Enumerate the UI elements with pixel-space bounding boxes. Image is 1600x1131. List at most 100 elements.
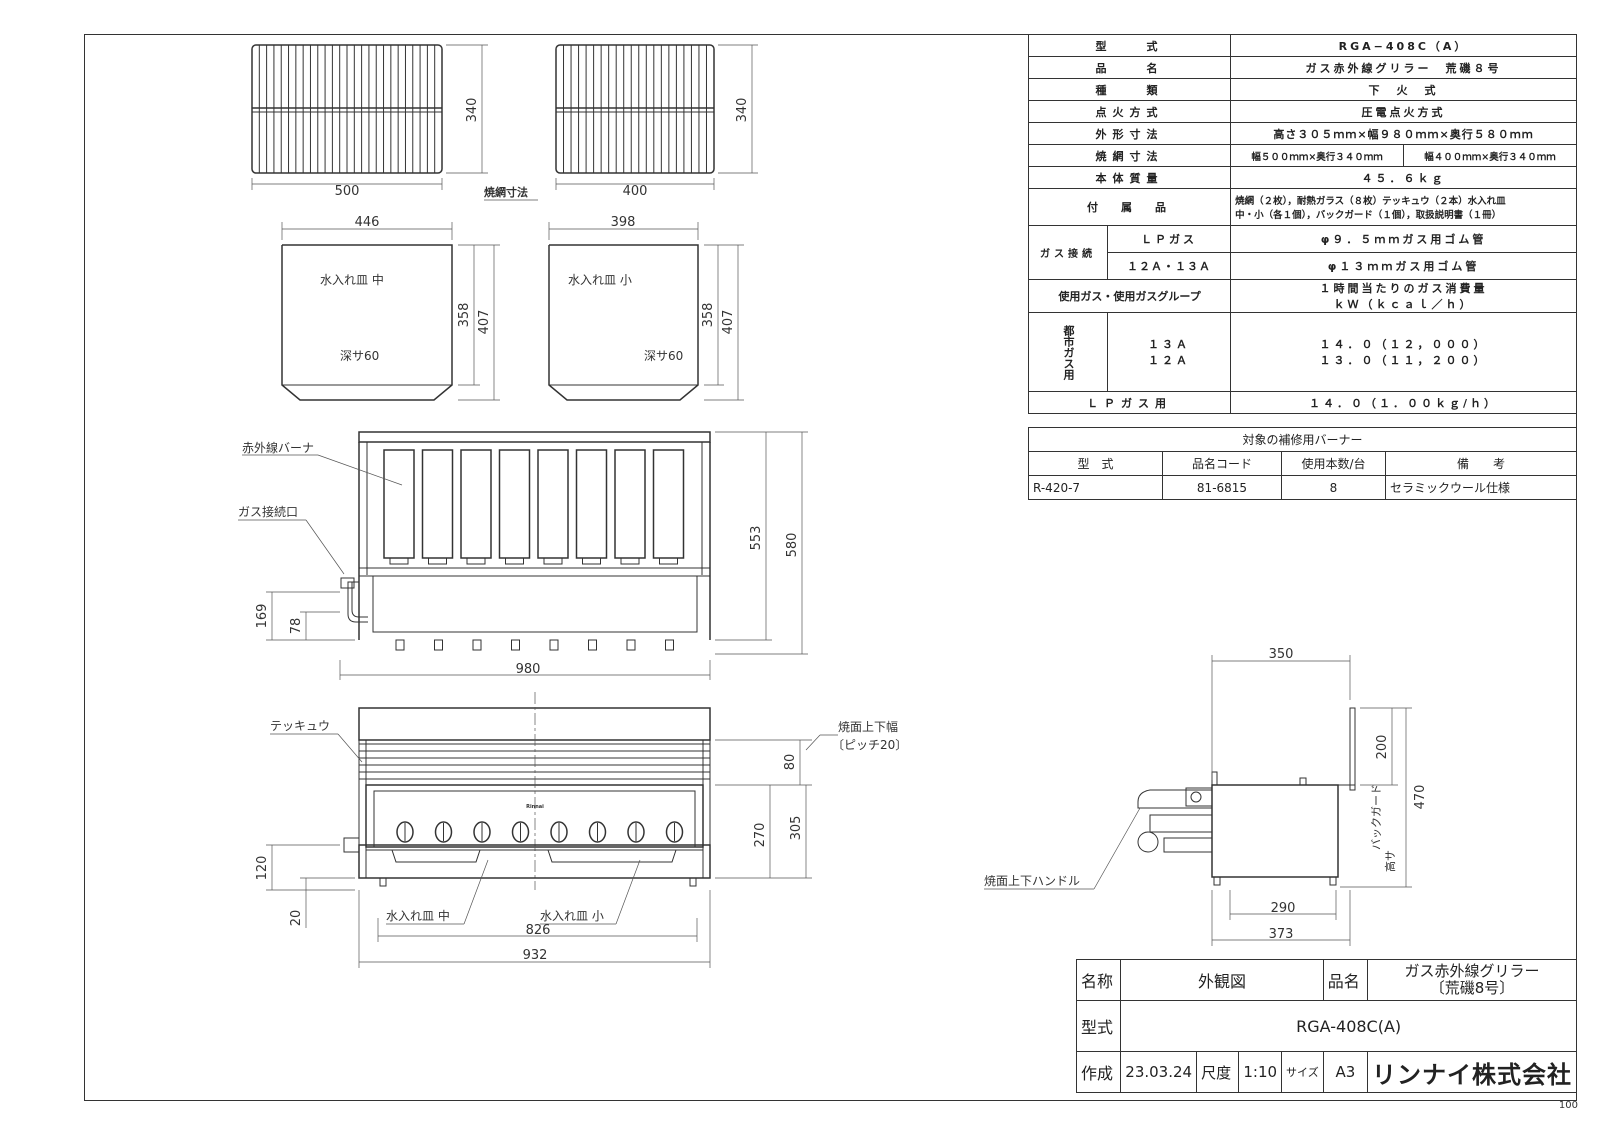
dim-tray-mid-w: 446 [355, 215, 380, 230]
tray-mid-label: 水入れ皿 中 [320, 272, 384, 287]
tray-small-callout: 水入れ皿 小 [540, 909, 604, 923]
title-block: 名称 外観図 品名 ガス赤外線グリラー〔荒磯8号〕 型式 RGA-408C(A)… [1075, 959, 1577, 1093]
back-guard-height-label: 高サ [1383, 850, 1397, 872]
city-gas-values: １４．０（１２，０００） １３．０（１１，２００） [1230, 312, 1577, 392]
spec-key: 外形寸法 [1027, 122, 1232, 145]
gas-lp-value: φ９．５ｍｍガス用ゴム管 [1230, 225, 1577, 253]
dim-305: 305 [789, 816, 804, 841]
handle-callout: 焼面上下ハンドル [984, 874, 1080, 888]
accessory-line2: 中・小（各１個），バックガード（１個），取扱説明書（１冊） [1235, 210, 1502, 221]
dim-tray-small-d2: 407 [721, 310, 736, 335]
scale-value: 1:10 [1238, 1051, 1283, 1093]
spec-key: 種 類 [1027, 78, 1232, 101]
tray-mid-view: 水入れ皿 中 深サ60 446 358 407 [281, 215, 500, 401]
consumption-line1: １時間当たりのガス消費量 [1319, 282, 1488, 295]
model-value: RGA-408C(A) [1120, 1000, 1577, 1052]
gas-connection-label: ガス接続 [1028, 225, 1108, 280]
dim-120: 120 [255, 856, 270, 881]
dim-net-small-w: 400 [623, 184, 648, 199]
side-view [1137, 707, 1356, 886]
city-gas-12a-value: １３．０（１１，２００） [1319, 354, 1488, 367]
dim-tray-small-d1: 358 [701, 303, 716, 328]
net-small [555, 44, 715, 174]
dim-373: 373 [1269, 927, 1294, 942]
spec-key: 点火方式 [1027, 100, 1232, 123]
spec-key: 品 名 [1027, 56, 1232, 79]
dim-20: 20 [289, 910, 304, 927]
product-label: 品名 [1322, 959, 1369, 1001]
spec-value: 圧電点火方式 [1230, 100, 1577, 123]
dim-290: 290 [1271, 901, 1296, 916]
parts-header: 備 考 [1385, 451, 1577, 476]
size-label: サイズ [1281, 1051, 1324, 1093]
spec-value: 幅５００ｍｍ×奥行３４０ｍｍ [1230, 144, 1405, 167]
accessory-line1: 焼網（２枚），耐熱ガラス（８枚）テッキュウ（２本）水入れ皿 [1235, 196, 1506, 207]
name-label: 名称 [1075, 959, 1122, 1001]
spec-value: RGA−408C（A） [1230, 34, 1577, 57]
parts-header: 品名コード [1162, 451, 1282, 476]
gas-city-label: １２Ａ・１３Ａ [1106, 252, 1232, 280]
dim-553: 553 [749, 526, 764, 551]
product-name-line1: ガス赤外線グリラー [1404, 962, 1540, 980]
page-number: 100 [1558, 1100, 1578, 1111]
gas-city-value: φ１３ｍｍガス用ゴム管 [1230, 252, 1577, 280]
net-size-label: 焼網寸法 [484, 185, 528, 199]
pitch-label: 〔ピッチ20〕 [832, 738, 907, 752]
dim-580: 580 [785, 533, 800, 558]
dim-270: 270 [753, 823, 768, 848]
consumption-line2: ｋＷ（ｋｃａｌ／ｈ） [1333, 298, 1474, 311]
dim-470: 470 [1413, 785, 1428, 810]
spec-value: 焼網（２枚），耐熱ガラス（８枚）テッキュウ（２本）水入れ皿中・小（各１個），バッ… [1230, 188, 1577, 226]
lp-use-value: １４．０（１．００ｋｇ/ｈ） [1230, 391, 1577, 414]
model-label: 型式 [1075, 1000, 1122, 1052]
tray-mid-callout: 水入れ皿 中 [386, 908, 450, 923]
back-guard-label: バックガード [1370, 784, 1383, 850]
parts-header: 型 式 [1028, 451, 1163, 476]
parts-cell: 8 [1281, 475, 1386, 500]
product-name-line2: 〔荒磯8号〕 [1429, 979, 1515, 997]
burner-callout: 赤外線バーナ [242, 440, 314, 455]
spec-key: 本体質量 [1027, 166, 1232, 189]
scale-label: 尺度 [1196, 1051, 1240, 1093]
gas-inlet-callout: ガス接続口 [238, 504, 298, 519]
dim-tray-mid-d2: 407 [477, 310, 492, 335]
dim-200: 200 [1375, 735, 1390, 760]
dim-tray-small-w: 398 [611, 215, 636, 230]
city-gas-13a-value: １４．０（１２，０００） [1319, 338, 1488, 351]
spec-value: ガス赤外線グリラー 荒磯８号 [1230, 56, 1577, 79]
tray-small-view: 水入れ皿 小 深サ60 398 358 407 [548, 215, 744, 401]
gas-lp-label: ＬＰガス [1106, 225, 1232, 253]
dim-350: 350 [1269, 647, 1294, 662]
dim-932: 932 [523, 948, 548, 963]
parts-table-title: 対象の補修用バーナー [1028, 427, 1577, 452]
parts-cell: セラミックウール仕様 [1385, 475, 1577, 500]
top-view [340, 431, 711, 651]
city-gas-12a: １２Ａ [1148, 354, 1191, 367]
tray-mid-depth: 深サ60 [340, 349, 379, 363]
spec-value: 幅４００ｍｍ×奥行３４０ｍｍ [1403, 144, 1577, 167]
company-name: リンナイ株式会社 [1367, 1051, 1577, 1093]
dim-980: 980 [516, 662, 541, 677]
city-gas-13a: １３Ａ [1148, 338, 1191, 351]
gas-group-label: 使用ガス・使用ガスグループ [1027, 279, 1232, 313]
front-view: Rinnai [343, 692, 711, 890]
dim-169: 169 [255, 604, 270, 629]
parts-header: 使用本数/台 [1281, 451, 1386, 476]
city-gas-label: 都市ガス用 [1028, 312, 1108, 392]
parts-table: 対象の補修用バーナー 型 式 品名コード 使用本数/台 備 考 R-420-7 … [1028, 427, 1577, 500]
name-value: 外観図 [1120, 959, 1324, 1001]
spec-key: 焼網寸法 [1027, 144, 1232, 167]
spec-key: 付 属 品 [1027, 188, 1232, 226]
dim-826: 826 [526, 923, 551, 938]
parts-cell: R-420-7 [1028, 475, 1163, 500]
made-date: 23.03.24 [1120, 1051, 1198, 1093]
dim-80: 80 [783, 754, 798, 771]
tekkyu-callout: テッキュウ [270, 719, 330, 733]
spec-value: 下 火 式 [1230, 78, 1577, 101]
dim-net-large-d: 340 [465, 98, 480, 123]
spec-value: 高さ３０５ｍｍ×幅９８０ｍｍ×奥行５８０ｍｍ [1230, 122, 1577, 145]
tray-small-depth: 深サ60 [644, 349, 683, 363]
